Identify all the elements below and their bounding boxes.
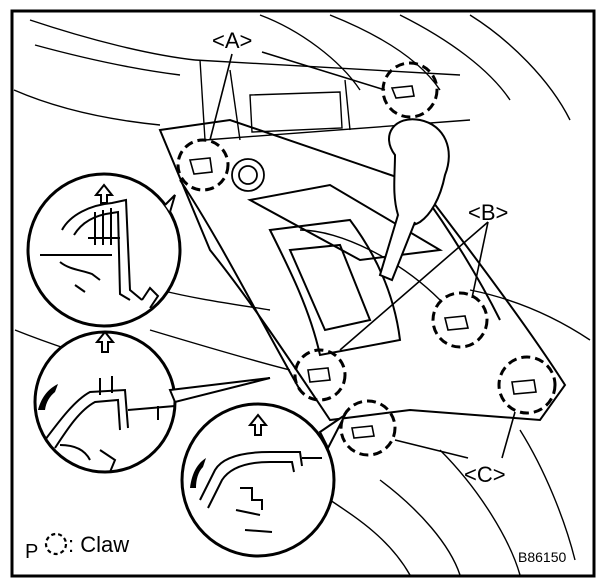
detail-bubble-1 (26, 172, 182, 328)
rotate-arrow-icon (190, 458, 206, 488)
claw-glyphs (188, 85, 537, 439)
bolt-hole (231, 158, 265, 192)
claw-symbol-icon (44, 532, 68, 556)
claw-circle-b-upper (431, 291, 489, 349)
figure-code: B86150 (518, 549, 566, 565)
up-arrow-icon (247, 413, 269, 436)
claw-circle-c-right (497, 355, 557, 415)
callout-c-label: <C> (464, 462, 506, 487)
up-arrow-icon (93, 183, 115, 204)
claw-circle-c-lower (339, 399, 397, 457)
claw-circle-a-lower (176, 138, 230, 192)
detail-bubble-3 (180, 402, 346, 558)
shift-knob (378, 118, 450, 282)
callout-leaders (209, 51, 516, 459)
callout-b-label: <B> (468, 200, 508, 225)
detail-bubble-2 (33, 330, 271, 474)
legend: P : Claw (25, 532, 129, 563)
rotate-arrow-icon (38, 384, 58, 410)
legend-prefix: P (25, 541, 38, 563)
claw-circle-b-lower (293, 348, 347, 402)
legend-text: : Claw (68, 532, 129, 557)
up-arrow-icon (94, 330, 116, 353)
callout-a-label: <A> (212, 28, 252, 53)
